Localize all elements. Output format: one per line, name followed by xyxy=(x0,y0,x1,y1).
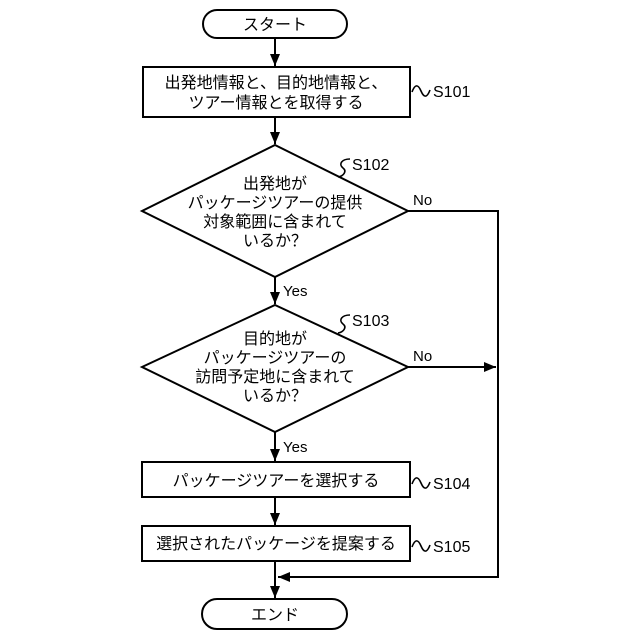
s102-text-line-4: いるか？ xyxy=(243,233,307,250)
s101-text-line-2: ツアー情報とを取得する xyxy=(188,94,363,112)
s103-text-line-4: いるか？ xyxy=(243,388,307,405)
s103-yes-label: Yes xyxy=(283,439,307,456)
s103-text-line-3: 訪問予定地に含まれて xyxy=(195,368,355,386)
s102-yes-label: Yes xyxy=(283,283,307,300)
connector-s102-no-return xyxy=(278,210,499,582)
s101-text-line-1: 出発地情報と、目的地情報と、 xyxy=(165,74,388,92)
s102-no-label: No xyxy=(413,192,432,209)
s103-text-line-2: パッケージツアーの xyxy=(204,349,347,367)
s102-text-line-3: 対象範囲に含まれて xyxy=(203,213,347,231)
s103-no-label: No xyxy=(413,348,432,365)
s102-text-line-2: パッケージツアーの提供 xyxy=(188,194,363,212)
s102-text-line-1: 出発地が xyxy=(243,175,307,193)
s105-process-box xyxy=(141,525,411,562)
s105-ref-label: S105 xyxy=(433,539,470,556)
end-terminal xyxy=(201,598,348,630)
s105-text-line-1: 選択されたパッケージを提案する xyxy=(156,535,396,553)
end-label: エンド xyxy=(251,607,299,624)
s103-text-line-1: 目的地が xyxy=(243,330,307,348)
s101-process-box xyxy=(142,66,411,118)
s104-text-line-1: パッケージツアーを選択する xyxy=(173,472,380,490)
start-label: スタート xyxy=(243,16,307,34)
s104-ref-connector xyxy=(411,477,431,489)
s103-ref-connector xyxy=(337,314,351,334)
s103-ref-label: S103 xyxy=(352,313,389,330)
s101-ref-connector xyxy=(411,85,431,97)
s105-ref-connector xyxy=(411,540,431,552)
s101-ref-label: S101 xyxy=(433,84,470,101)
s102-ref-label: S102 xyxy=(352,157,389,174)
s104-process-box xyxy=(141,461,411,498)
s104-ref-label: S104 xyxy=(433,476,470,493)
s102-ref-connector xyxy=(337,158,351,178)
